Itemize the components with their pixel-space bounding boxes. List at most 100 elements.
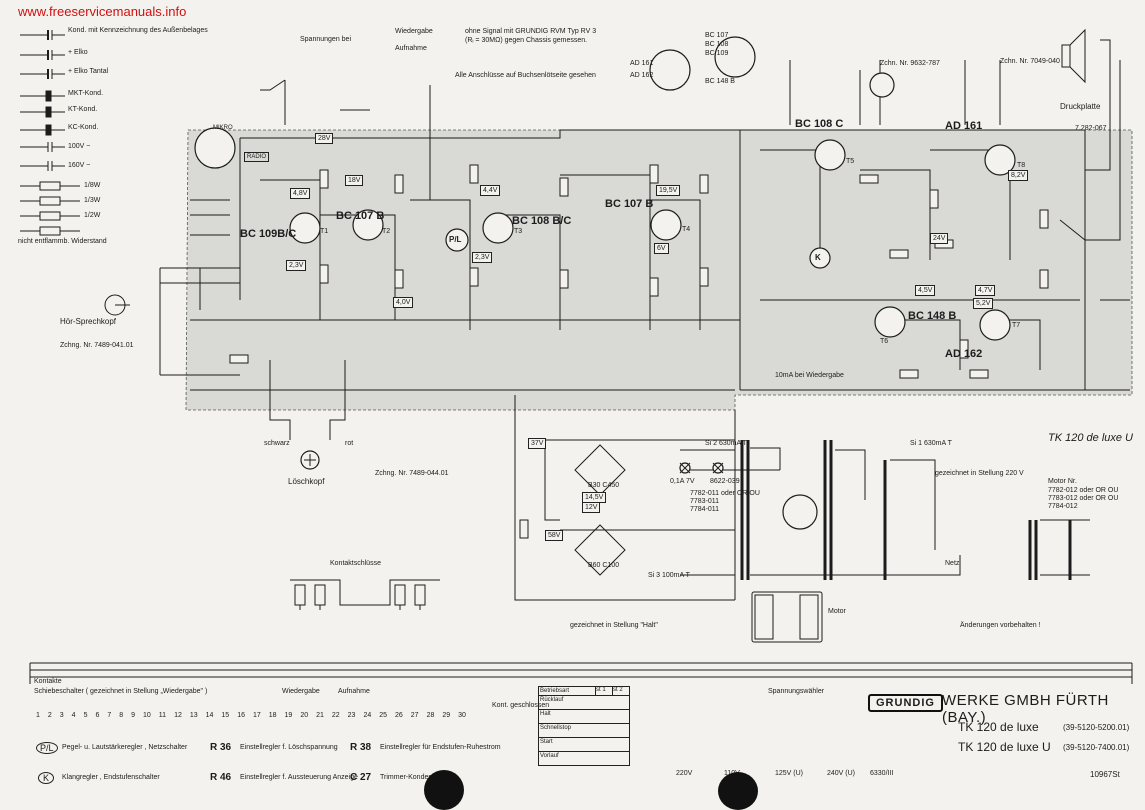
label-lamp1: 0,1A 7V	[670, 478, 695, 485]
table-row: Rücklauf	[539, 696, 629, 710]
legend-elko: + Elko	[68, 49, 88, 56]
switch-position: 7	[107, 712, 112, 719]
motor-list-item: 7783-012 oder OR OU	[1048, 495, 1119, 502]
legend-nonflammable: nicht entflammb. Widerstand	[18, 238, 107, 245]
switch-position: 30	[458, 712, 466, 719]
label-bc148: BC 148 B	[908, 310, 957, 322]
legend-kc: KC-Kond.	[68, 124, 99, 131]
switch-position: 11	[158, 712, 167, 719]
note-playback: Wiedergabe	[395, 28, 433, 35]
switch-position: 9	[131, 712, 136, 719]
semi-bc109: BC 109	[705, 50, 729, 57]
name-t4: T4	[682, 226, 691, 233]
switch-position: 3	[59, 712, 64, 719]
voltage-selector-box	[751, 591, 823, 643]
switch-position: 13	[189, 712, 198, 719]
switch-position: 27	[410, 712, 419, 719]
switch-position: 1	[36, 712, 40, 719]
voltage-box: 4,8V	[290, 188, 311, 199]
table-row: Betriebsart	[540, 688, 570, 694]
source-url[interactable]: www.freeservicemanuals.info	[18, 4, 187, 19]
grundig-logo: GRUNDIG	[868, 694, 943, 712]
label-radio[interactable]: RADIO	[244, 152, 270, 162]
note-voltages: Spannungen bei	[300, 36, 351, 43]
table-row: Halt	[539, 710, 629, 724]
legend-160v: 160V ~	[68, 162, 91, 169]
voltage-box: 2,3V	[286, 260, 307, 271]
label-kont-closed: Kont. geschlossen	[492, 702, 550, 709]
company-name: WERKE GMBH FÜRTH (BAY.)	[942, 692, 1109, 726]
label-erase: Löschkopf	[288, 477, 325, 486]
model-1: TK 120 de luxe	[958, 720, 1039, 734]
legend-elko-tantal: + Elko Tantal	[68, 68, 109, 75]
switch-position: 4	[71, 712, 76, 719]
transistor-t5	[814, 139, 846, 171]
supply-rail	[240, 129, 740, 139]
label-lamp2: 8622-039	[710, 478, 740, 485]
voltage-box: 37V	[528, 438, 547, 449]
volt-option[interactable]: 240V (U)	[827, 770, 856, 777]
volt-option[interactable]: 220V	[676, 770, 693, 777]
legend-text-c27: Trimmer-Kondensator	[380, 774, 448, 781]
switch-position: 29	[442, 712, 451, 719]
transistor-t2	[352, 209, 384, 241]
switch-position: 14	[205, 712, 214, 719]
ink-blot	[424, 770, 464, 810]
legend-text-r36: Einstellregler f. Löschspannung	[240, 744, 338, 751]
voltage-box: 58V	[545, 530, 564, 541]
legend-sym-k: K	[38, 772, 55, 784]
switch-position: 16	[237, 712, 245, 719]
drawing-no: 6330/III	[870, 770, 894, 777]
label-pl[interactable]: P/L	[449, 235, 462, 244]
voltage-box: 2,3V	[472, 252, 493, 263]
meter-symbol	[869, 72, 895, 98]
label-bc109: BC 109B/C	[240, 228, 297, 240]
semi-bc107: BC 107	[705, 32, 729, 39]
label-speaker-no: Zchn. Nr. 7049-040	[1000, 58, 1060, 65]
label-mikro: MIKRO	[213, 125, 233, 131]
switch-position: 5	[83, 712, 88, 719]
transistor-t7	[979, 309, 1011, 341]
label-meter-no: Zchn. Nr. 9632-787	[880, 60, 940, 67]
label-ad161: AD 161	[945, 120, 983, 132]
table-row: Start	[539, 738, 629, 752]
legend-1-8w: 1/8W	[84, 182, 101, 189]
motor-list2-item: 7782-011 oder OR OU	[690, 490, 760, 497]
legend-text-pl: Pegel- u. Lautstärkeregler , Netzschalte…	[62, 744, 188, 751]
table-col: st 2	[612, 687, 629, 695]
label-netz: Netz	[945, 560, 960, 567]
legend-1-3w: 1/3W	[84, 197, 101, 204]
pl-control	[445, 228, 469, 252]
label-si1: Si 1 630mA T	[910, 440, 952, 447]
legend-capacitor: Kond. mit Kennzeichnung des Außenbelages	[68, 27, 208, 34]
name-t7: T7	[1012, 322, 1021, 329]
note-connections: Alle Anschlüsse auf Buchsenlötseite gese…	[455, 72, 596, 79]
legend-sym-r36: R 36	[210, 742, 232, 753]
switch-position: 19	[284, 712, 293, 719]
name-t5: T5	[846, 158, 855, 165]
voltage-box: 24V	[930, 233, 949, 244]
switch-position: 25	[379, 712, 388, 719]
transistor-t4	[650, 209, 682, 241]
switch-title: Schiebeschalter ( gezeichnet in Stellung…	[34, 688, 208, 695]
label-motor: Motor	[828, 608, 846, 615]
k-control	[809, 247, 831, 269]
label-bc107a: BC 107 B	[336, 210, 385, 222]
model-1-code: (39-5120-5200.01)	[1063, 723, 1130, 732]
ink-blot	[718, 772, 758, 810]
voltage-box: 4,0V	[393, 297, 414, 308]
label-tk-u: TK 120 de luxe U	[1048, 432, 1133, 444]
label-drawn-220: gezeichnet in Stellung 220 V	[935, 470, 1024, 477]
switch-position: 17	[252, 712, 261, 719]
contacts-label: Kontakte	[34, 678, 62, 685]
table-row: Vorlauf	[540, 753, 559, 759]
switch-position: 28	[426, 712, 435, 719]
transistor-t6	[874, 306, 906, 338]
label-k[interactable]: K	[815, 253, 821, 262]
voltage-box: 28V	[315, 133, 334, 144]
label-erase-no: Zchng. Nr. 7489-044.01	[375, 470, 449, 477]
motor-symbol	[782, 494, 818, 530]
switch-position: 24	[363, 712, 372, 719]
volt-option[interactable]: 125V (U)	[775, 770, 804, 777]
